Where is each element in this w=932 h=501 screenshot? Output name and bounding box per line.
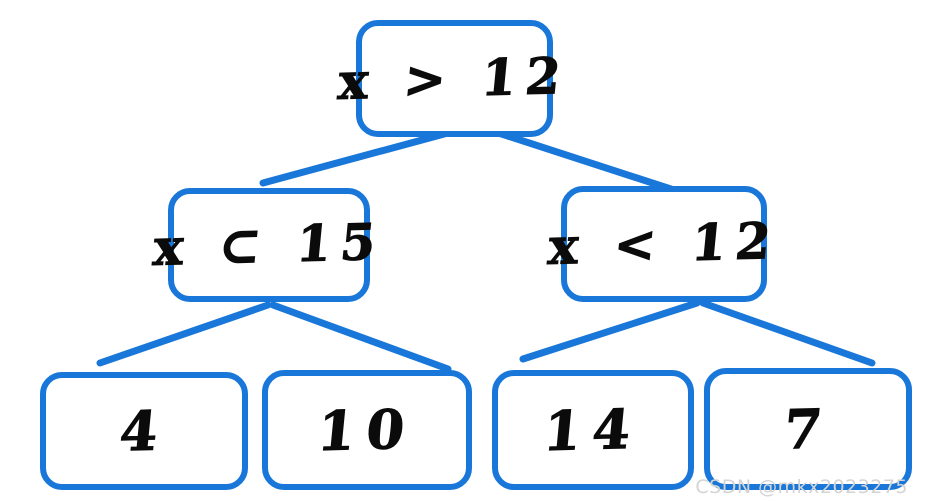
tree-node-mid-left-label: x ⊂ 15 (150, 211, 388, 278)
tree-node-root-label: x > 12 (336, 45, 573, 111)
tree-node-leaf-4-label: 7 (780, 396, 836, 462)
edge-mid-right-to-leaf-3 (519, 299, 701, 363)
tree-node-leaf-1-label: 4 (116, 398, 172, 464)
edge-mid-right-to-leaf-4 (699, 299, 876, 367)
tree-node-leaf-3-label: 14 (541, 396, 646, 464)
tree-node-mid-left[interactable]: x ⊂ 15 (150, 188, 388, 302)
tree-node-leaf-2[interactable]: 10 (262, 370, 472, 490)
tree-node-mid-right-label: x < 12 (545, 210, 783, 277)
tree-node-leaf-4[interactable]: 7 (704, 368, 912, 490)
tree-node-leaf-3[interactable]: 14 (492, 370, 694, 490)
tree-node-leaf-1[interactable]: 4 (40, 372, 248, 490)
edge-mid-left-to-leaf-1 (96, 301, 272, 367)
tree-node-mid-right[interactable]: x < 12 (545, 186, 783, 302)
edge-mid-left-to-leaf-2 (269, 301, 452, 373)
tree-node-root[interactable]: x > 12 (336, 20, 573, 137)
watermark-text: CSDN @mkx2023275 (695, 476, 908, 498)
tree-node-leaf-2-label: 10 (315, 396, 420, 464)
